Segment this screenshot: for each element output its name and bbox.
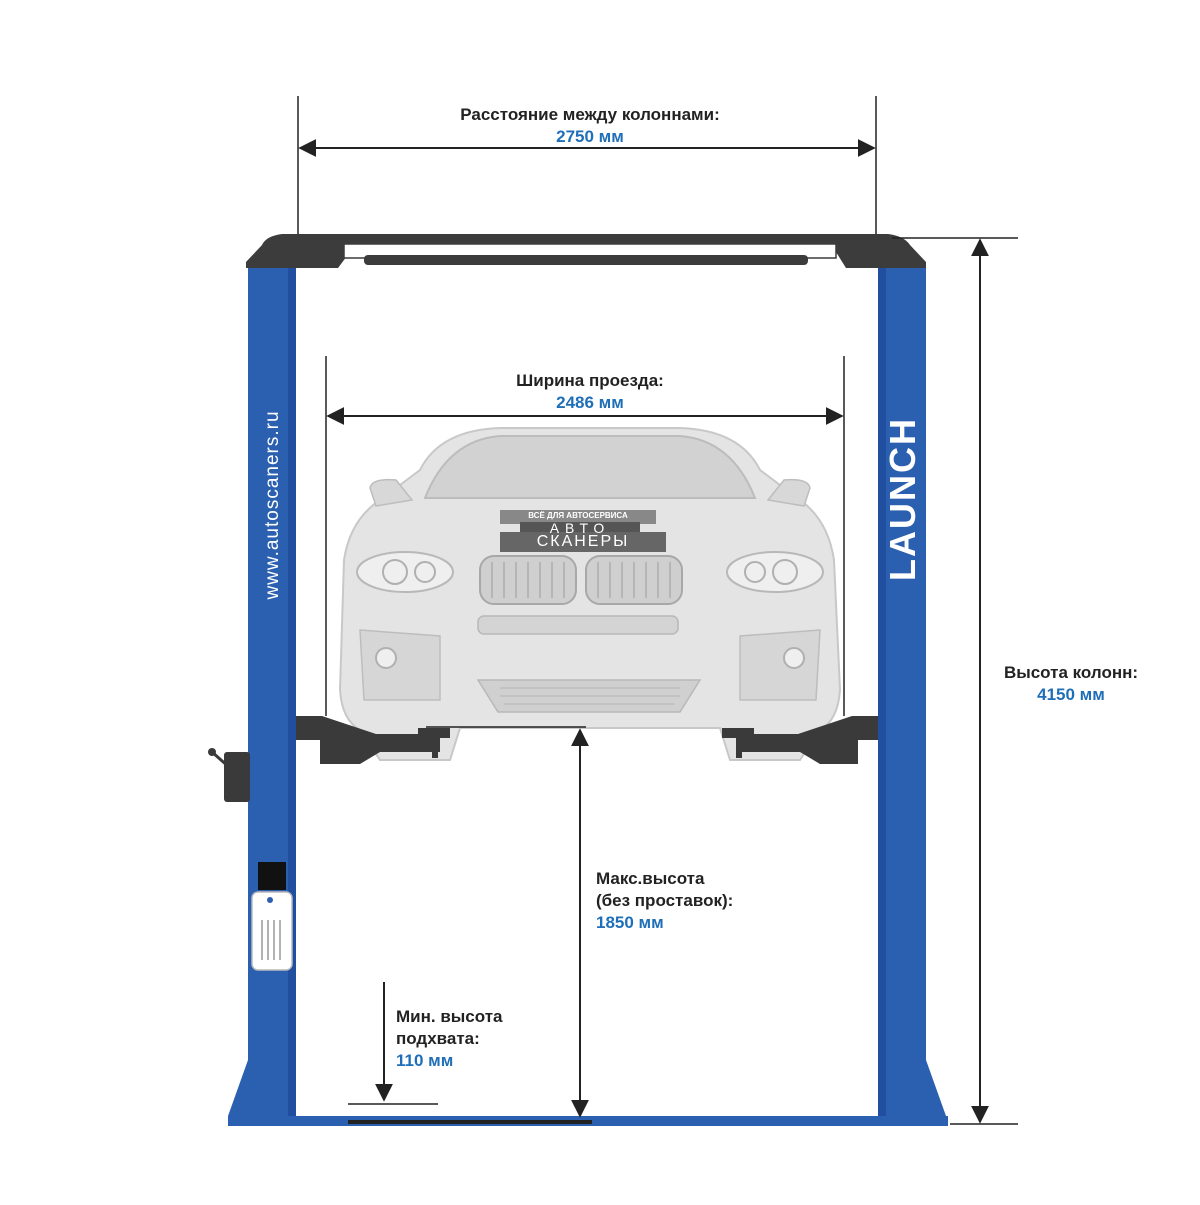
column-distance-title: Расстояние между колоннами:: [460, 105, 720, 124]
car-logo-mid: АВТО: [549, 520, 611, 536]
label-drive-width: Ширина проезда: 2486 мм: [440, 370, 740, 414]
column-height-title: Высота колонн:: [1003, 663, 1139, 682]
dimension-column-height: [892, 237, 1018, 1125]
label-max-height: Макс.высота (без проставок): 1850 мм: [596, 868, 796, 934]
min-height-title-line1: Мин. высота: [396, 1007, 503, 1026]
max-height-title-line1: Макс.высота: [596, 869, 705, 888]
dimension-drive-width: [325, 356, 845, 716]
drive-width-value: 2486 мм: [556, 393, 624, 412]
car-illustration: [338, 427, 842, 761]
drive-width-title: Ширина проезда:: [516, 371, 664, 390]
label-min-height: Мин. высота подхвата: 110 мм: [396, 1006, 576, 1072]
floor-line: [348, 1120, 592, 1124]
column-distance-value: 2750 мм: [556, 127, 624, 146]
max-height-title-line2: (без проставок):: [596, 891, 734, 910]
dimension-min-height: [348, 982, 438, 1105]
dimension-column-distance: [297, 96, 877, 234]
brand-logo-launch: LAUNCH: [882, 417, 923, 581]
dimension-max-height: [426, 726, 589, 1118]
top-crossbeam: [246, 234, 926, 268]
lift-arms: [296, 716, 878, 764]
car-logo-bottom: СКАНЕРЫ: [536, 533, 630, 550]
right-column: [878, 268, 946, 1116]
label-column-height: Высота колонн: 4150 мм: [986, 662, 1156, 706]
left-column: [228, 268, 296, 1116]
max-height-value: 1850 мм: [596, 913, 664, 932]
min-height-value: 110 мм: [396, 1051, 454, 1070]
label-column-distance: Расстояние между колоннами: 2750 мм: [390, 104, 790, 148]
min-height-title-line2: подхвата:: [396, 1029, 480, 1048]
column-height-value: 4150 мм: [1037, 685, 1105, 704]
website-label: www.autoscaners.ru: [262, 410, 283, 600]
car-logo-top: ВСЁ ДЛЯ АВТОСЕРВИСА: [528, 511, 628, 520]
power-unit: [208, 748, 293, 971]
